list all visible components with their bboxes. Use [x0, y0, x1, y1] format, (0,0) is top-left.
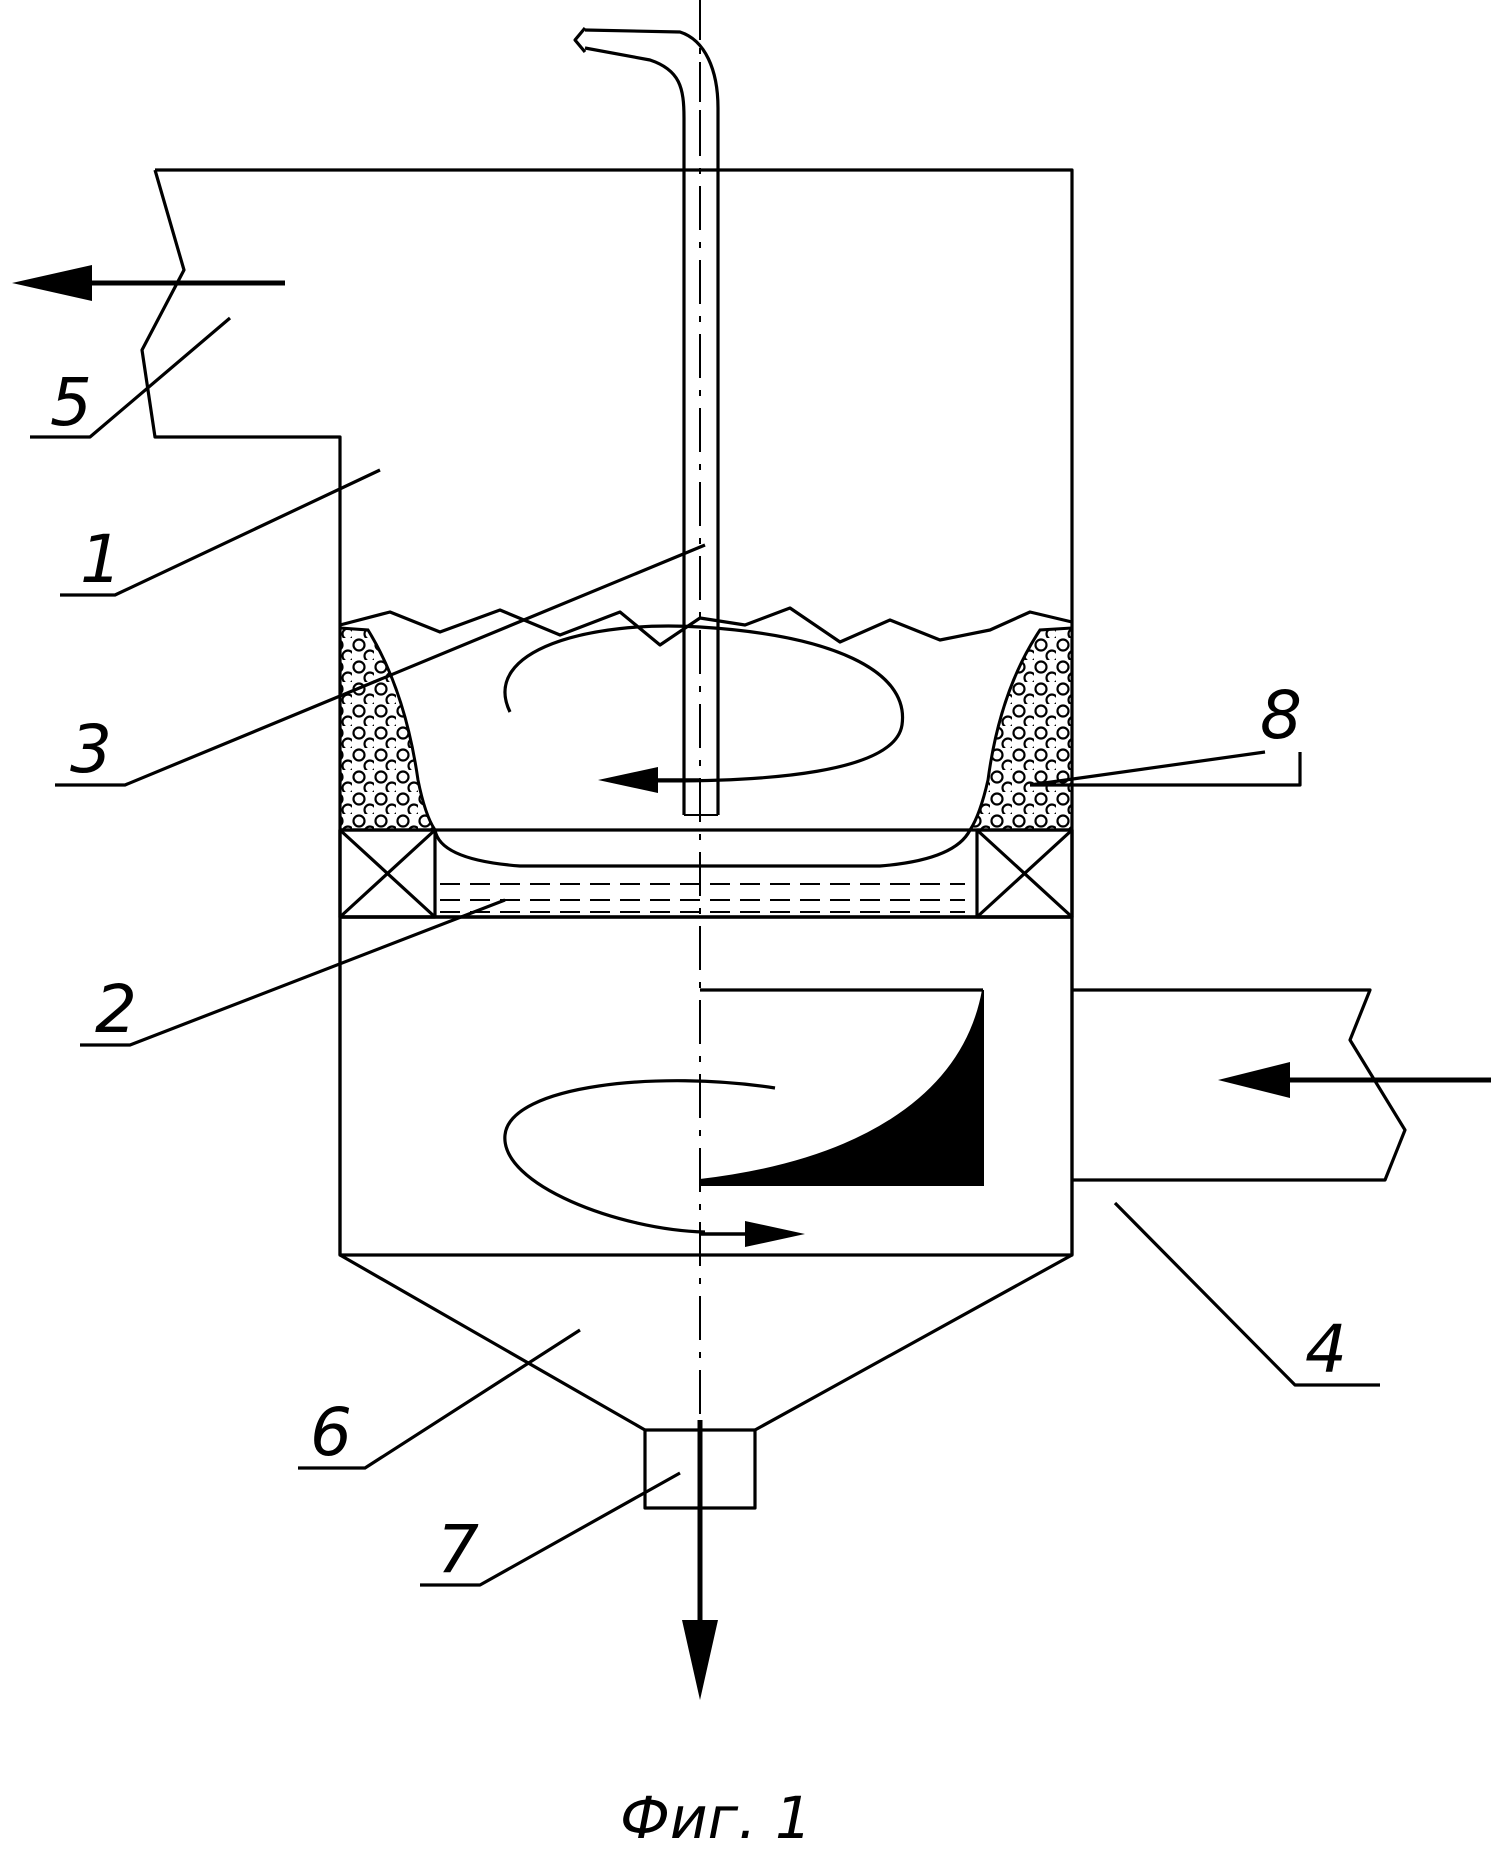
nozzle-blocks [340, 830, 1072, 917]
label-1: 1 [80, 521, 122, 598]
label-2: 2 [95, 971, 137, 1048]
granular-packing-left [340, 628, 435, 830]
label-5: 5 [50, 364, 92, 441]
swirl-vane [700, 990, 983, 1185]
feed-pipe [575, 0, 718, 815]
figure-caption: Фиг. 1 [620, 1784, 812, 1852]
leader-lines [30, 318, 1380, 1585]
granular-packing-right [970, 628, 1072, 830]
cone-hopper [340, 1255, 1072, 1430]
gas-outlet-arrow [12, 265, 285, 301]
gas-inlet-arrow [1218, 1062, 1491, 1098]
lower-swirl-arrow [700, 1221, 805, 1247]
discharge-arrow [682, 1420, 718, 1700]
upper-swirl [505, 626, 903, 781]
label-7: 7 [437, 1511, 479, 1588]
label-6: 6 [310, 1394, 352, 1471]
lower-swirl [505, 1081, 775, 1232]
label-4: 4 [1305, 1311, 1347, 1388]
grid-plate [340, 830, 1072, 917]
label-3: 3 [70, 711, 112, 788]
label-8: 8 [1260, 677, 1302, 754]
